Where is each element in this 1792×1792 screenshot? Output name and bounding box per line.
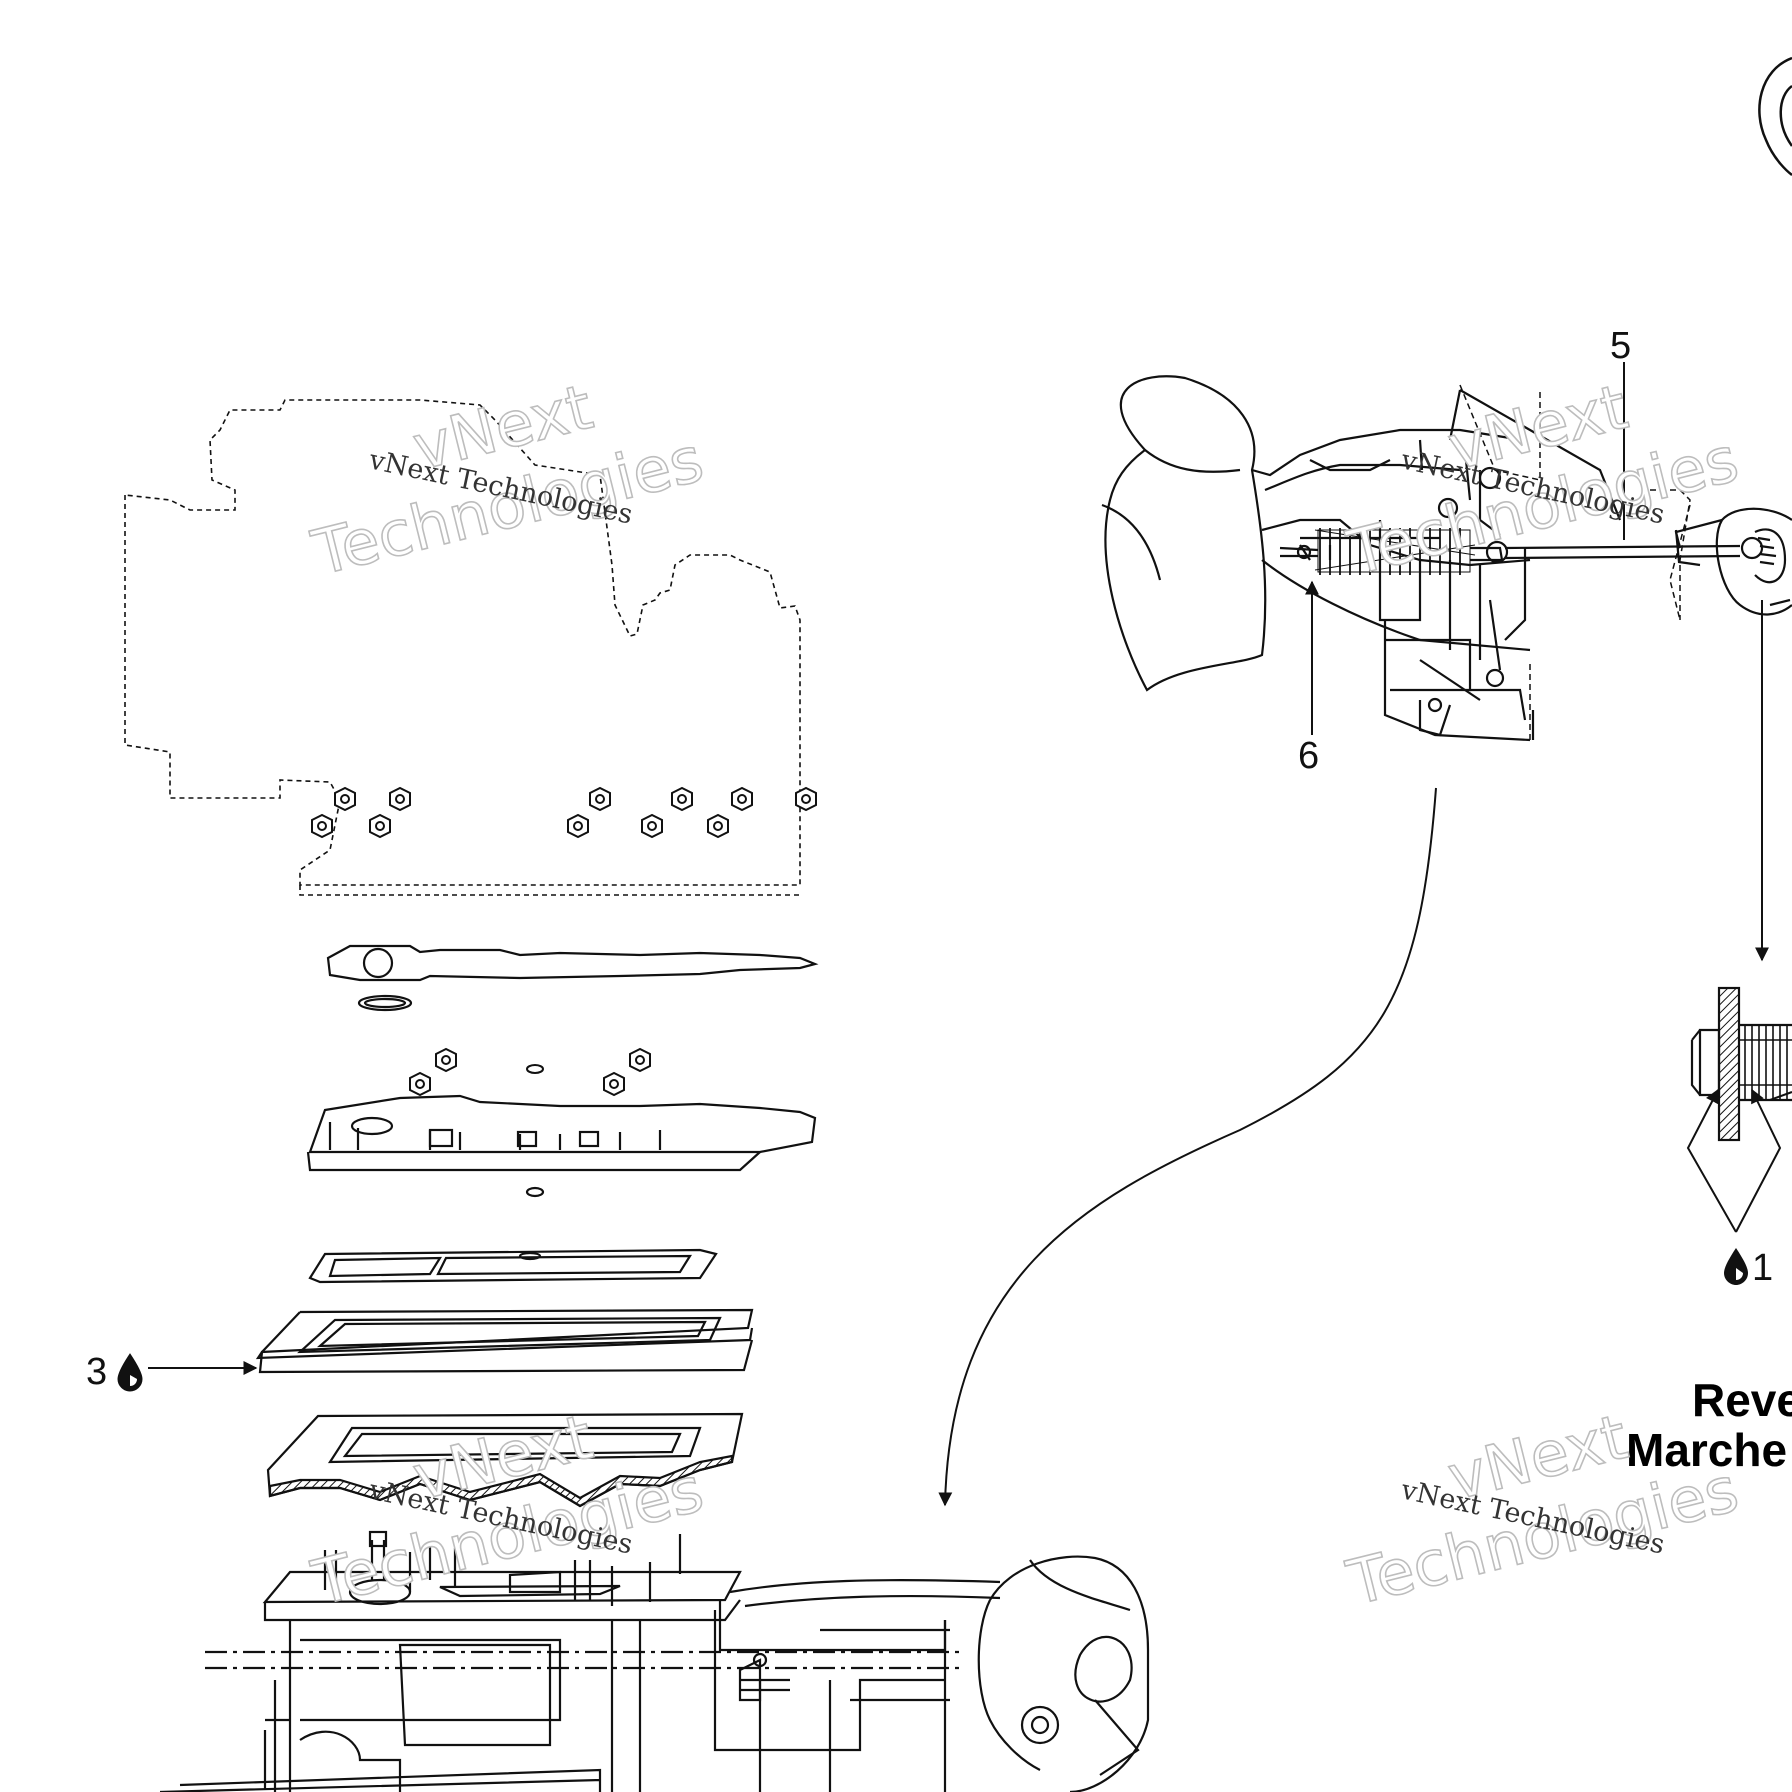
watermark-top-left: vNext Technologies vNext Technologies [304,369,711,590]
corner-part-outline [1758,56,1792,176]
oil-drop-highlight [130,1375,137,1386]
callout-1: 1 [1752,1247,1773,1289]
reverse-gate-assembly [1101,375,1792,742]
lower-assembly [159,1530,1150,1792]
upper-gasket [326,944,819,1012]
section-title: Reve Marche [1626,1374,1792,1476]
oil-drop-highlight [1736,1268,1743,1280]
lower-gasket [308,1248,718,1284]
hull-cut-section [266,1412,744,1508]
rubber-seal-frame [255,1308,754,1374]
adapter-plate [306,1094,817,1198]
adapter-nuts [409,1047,651,1097]
leader-lines [148,362,1792,1507]
engine-base-nuts [311,786,817,839]
callout-labels: 5 6 3 1 [86,325,1773,1393]
section-title-line-1: Reve [1692,1374,1792,1426]
cable-fitting-detail [1690,986,1792,1142]
cable-bellows [1314,528,1476,575]
callout-6: 6 [1298,735,1319,777]
callout-5: 5 [1610,325,1631,367]
callout-3: 3 [86,1351,107,1393]
section-title-line-2: Marche [1626,1424,1787,1476]
engine-ghost-outline [124,399,801,896]
